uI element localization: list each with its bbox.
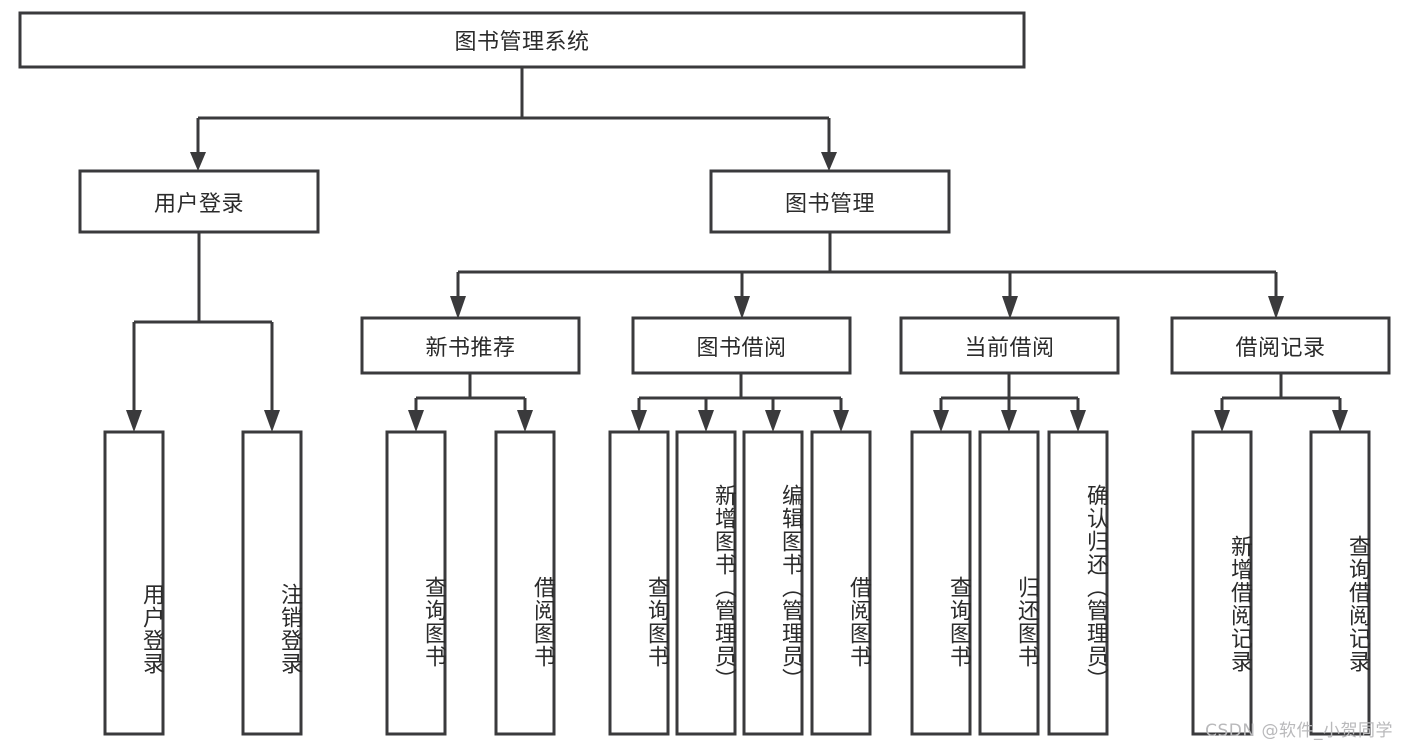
node-leaf-add-book[interactable] — [675, 430, 737, 736]
connector-bookborrow-to-leaves — [631, 373, 849, 432]
connector-bookmanage-to-level3 — [450, 232, 1284, 319]
node-root[interactable] — [18, 11, 1026, 69]
node-leaf-user-login[interactable] — [103, 430, 165, 736]
node-leaf-query-record[interactable] — [1309, 430, 1371, 736]
connector-currentborrow-to-leaves — [933, 373, 1086, 432]
node-leaf-return-book[interactable] — [978, 430, 1040, 736]
node-current-borrow[interactable] — [899, 316, 1120, 375]
node-leaf-edit-book[interactable] — [742, 430, 804, 736]
node-leaf-confirm-return[interactable] — [1047, 430, 1109, 736]
node-new-book-recommend[interactable] — [360, 316, 581, 375]
connector-userlogin-to-leaves — [126, 232, 280, 432]
connector-newbook-to-leaves — [408, 373, 533, 432]
node-leaf-borrow-book-1[interactable] — [494, 430, 556, 736]
node-book-manage[interactable] — [709, 169, 951, 234]
node-leaf-query-book-3[interactable] — [910, 430, 972, 736]
node-user-login[interactable] — [78, 169, 320, 234]
node-leaf-user-logout[interactable] — [241, 430, 303, 736]
node-leaf-query-book-2[interactable] — [608, 430, 670, 736]
node-book-borrow[interactable] — [631, 316, 852, 375]
node-leaf-add-record[interactable] — [1191, 430, 1253, 736]
node-leaf-query-book-1[interactable] — [385, 430, 447, 736]
connector-borrowrecord-to-leaves — [1214, 373, 1348, 432]
connector-root-to-level2 — [190, 67, 837, 171]
node-borrow-record[interactable] — [1170, 316, 1391, 375]
node-leaf-borrow-book-2[interactable] — [810, 430, 872, 736]
